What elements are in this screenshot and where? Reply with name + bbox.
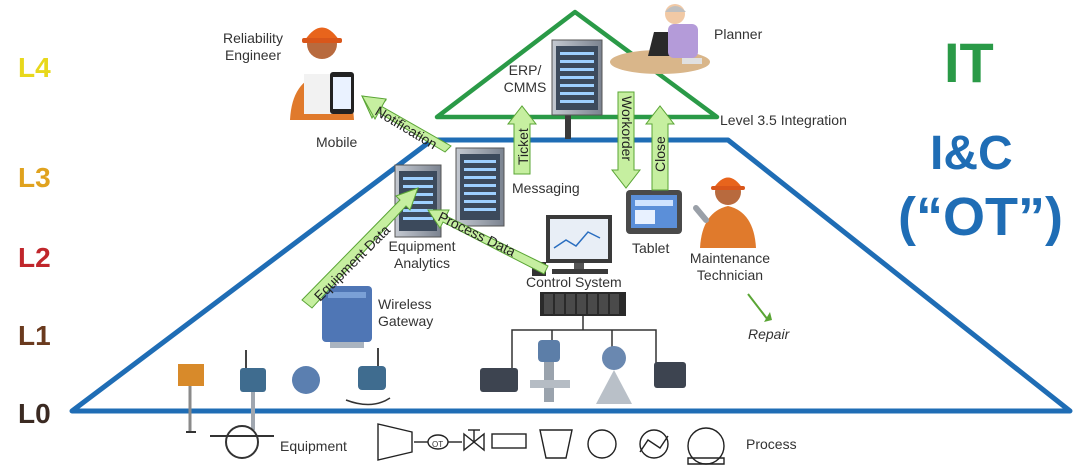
ticket-label: Ticket <box>515 128 531 165</box>
ticket-arrow <box>506 105 538 175</box>
planner-label: Planner <box>714 26 763 42</box>
notification-arrow <box>361 95 452 153</box>
level-l4: L4 <box>18 52 51 83</box>
tablet-icon <box>626 190 682 234</box>
ot-label: (“OT”) <box>898 187 1063 247</box>
equipment-data-arrow <box>301 187 419 309</box>
io-rack-icon <box>511 292 657 372</box>
repair-label: Repair <box>748 326 790 342</box>
reliability-engineer-icon <box>290 27 354 120</box>
wireless-gateway-label: Wireless Gateway <box>378 296 434 329</box>
equipment-analytics-server-icon <box>394 164 442 238</box>
level-integration-label: Level 3.5 Integration <box>720 112 847 128</box>
process-data-arrow <box>427 209 549 275</box>
planner-icon <box>610 4 710 74</box>
it-label: IT <box>944 31 994 94</box>
level-l2: L2 <box>18 242 51 273</box>
process-label: Process <box>746 436 797 452</box>
close-arrow <box>644 105 676 191</box>
workorder-arrow <box>610 91 642 189</box>
repair-pointer <box>747 293 772 322</box>
erp-cmms-label: ERP/ CMMS <box>503 62 547 95</box>
messaging-server-icon <box>455 147 505 227</box>
equipment-label: Equipment <box>280 438 347 454</box>
level-l0: L0 <box>18 398 51 429</box>
equipment-analytics-label: Equipment Analytics <box>388 238 456 271</box>
reliability-engineer-label: Reliability Engineer <box>223 30 283 63</box>
wired-field-devices-icon <box>480 340 686 404</box>
wireless-gateway-icon <box>322 286 372 348</box>
close-label: Close <box>652 136 668 172</box>
ic-label: I&C <box>930 127 1013 180</box>
workorder-label: Workorder <box>619 96 635 161</box>
tablet-label: Tablet <box>632 240 670 256</box>
messaging-label: Messaging <box>512 180 580 196</box>
notification-label: Notification <box>372 103 440 152</box>
ot-pyramid <box>69 137 1073 414</box>
ot-tag-label: OT <box>432 440 444 449</box>
level-l3: L3 <box>18 162 51 193</box>
maintenance-technician-label: Maintenance Technician <box>689 250 771 283</box>
pipe-sensor-icon <box>186 425 274 459</box>
control-system-label: Control System <box>526 274 622 290</box>
process-symbols <box>377 423 725 465</box>
level-l1: L1 <box>18 320 51 351</box>
wireless-field-devices-icon <box>178 348 391 432</box>
maintenance-technician-icon <box>693 177 756 248</box>
mobile-label: Mobile <box>316 134 358 150</box>
erp-server-icon <box>551 39 603 116</box>
